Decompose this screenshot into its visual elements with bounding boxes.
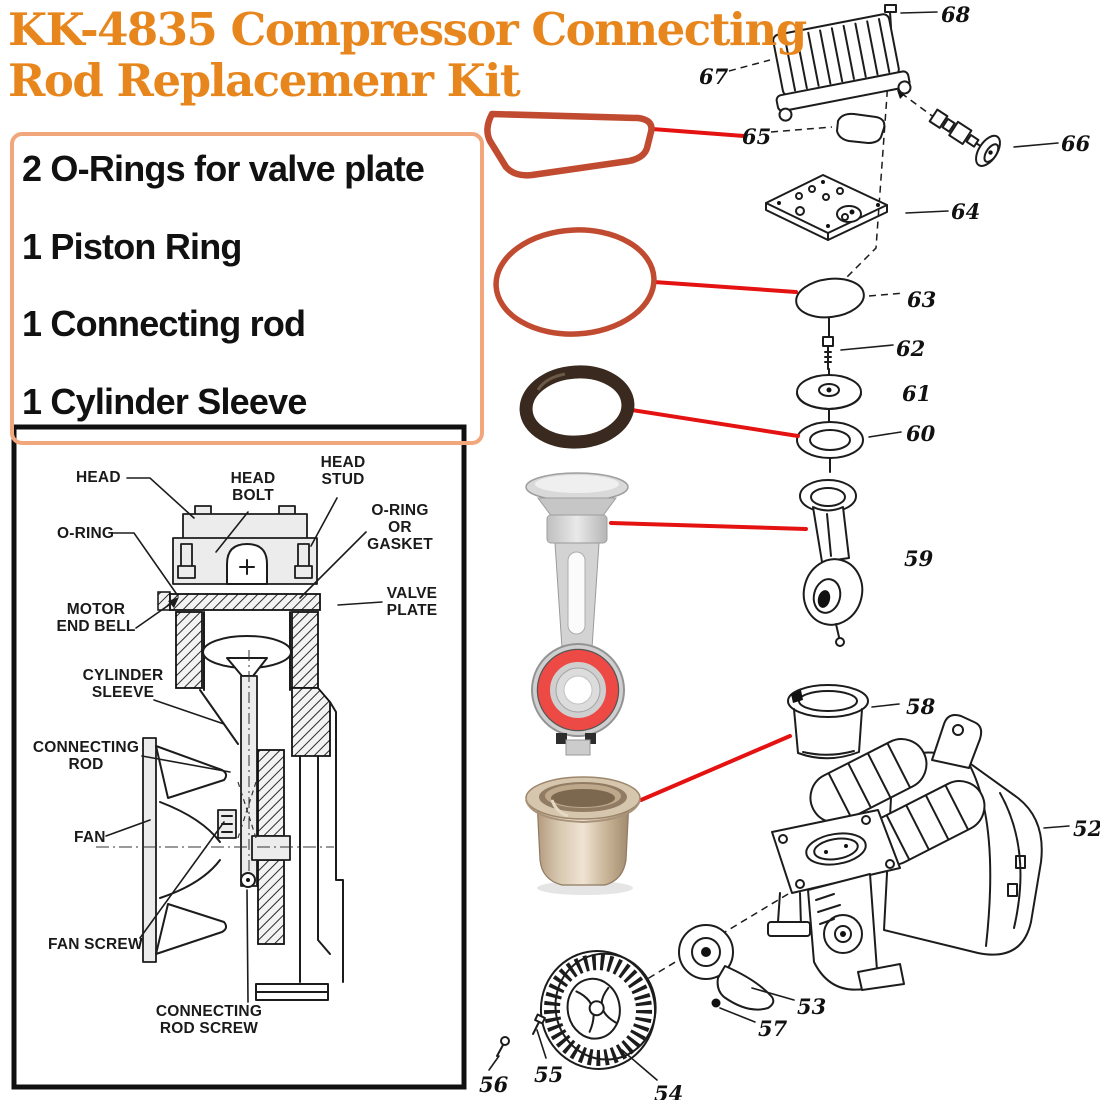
part-65-gasket: [770, 112, 886, 144]
part-number-59: 59: [904, 546, 934, 571]
part-68-screw: [884, 4, 938, 28]
part-number-68: 68: [941, 2, 971, 27]
xsection-label-cylinder-sleeve: CYLINDER SLEEVE: [82, 667, 164, 701]
part-number-67: 67: [699, 64, 729, 89]
title-line1: KK-4835 Compressor Connecting: [8, 3, 807, 56]
kit-contents-box: 2 O-Rings for valve plate 1 Piston Ring …: [10, 132, 484, 445]
cross-section-leader-lines: [105, 477, 383, 1003]
large-o-ring-photo: [493, 227, 657, 337]
part-number-52: 52: [1073, 816, 1100, 841]
xsection-label-o-ring-or-gasket: O-RING OR GASKET: [367, 502, 433, 553]
cross-section-diagram: [11, 424, 467, 1090]
part-54-fan-wheel: [539, 950, 658, 1081]
xsection-label-connecting-rod-screw: CONNECTING ROD SCREW: [155, 1003, 263, 1037]
product-title: KK-4835 Compressor Connecting Rod Replac…: [8, 3, 807, 107]
part-60-washer: [796, 421, 902, 473]
part-67-head: [728, 13, 912, 122]
part-number-66: 66: [1061, 131, 1091, 156]
part-number-56: 56: [479, 1072, 509, 1097]
part-58-cylinder-sleeve: [787, 684, 900, 760]
xsection-label-fan-screw: FAN SCREW: [48, 936, 143, 953]
xsection-label-fan: FAN: [74, 829, 106, 846]
part-56-screw: [488, 1036, 510, 1071]
xsection-label-head-bolt: HEAD BOLT: [230, 470, 276, 504]
red-callout-lines: [609, 127, 808, 802]
part-52-pump-body: [767, 714, 1070, 991]
kit-item-connecting-rod: 1 Connecting rod: [22, 303, 306, 345]
xsection-label-o-ring: O-RING: [57, 525, 115, 542]
part-number-65: 65: [742, 124, 772, 149]
valve-plate-o-ring-photo: [484, 110, 655, 179]
part-number-54: 54: [654, 1081, 684, 1100]
part-64-valve-plate: [765, 174, 949, 241]
part-57-screw: [711, 998, 721, 1008]
part-number-58: 58: [906, 694, 936, 719]
exploded-view-diagram: [488, 4, 1070, 1081]
part-number-53: 53: [797, 994, 827, 1019]
part-53-counterweight: [678, 924, 795, 1023]
part-number-57: 57: [758, 1016, 788, 1041]
piston-ring-photo: [519, 365, 635, 449]
kit-item-piston-ring: 1 Piston Ring: [22, 225, 242, 267]
part-55-screw: [532, 1013, 547, 1059]
connecting-rod-photo: [525, 472, 629, 756]
part-number-61: 61: [902, 381, 932, 406]
xsection-label-motor-end-bell: MOTOR END BELL: [56, 601, 136, 635]
kit-item-o-rings: 2 O-Rings for valve plate: [22, 148, 425, 189]
part-63-o-ring: [795, 277, 905, 319]
part-number-62: 62: [896, 336, 926, 361]
cylinder-sleeve-photo: [525, 776, 641, 895]
xsection-label-head: HEAD: [76, 469, 121, 486]
part-59-connecting-rod: [799, 479, 864, 647]
kit-item-cylinder-sleeve: 1 Cylinder Sleeve: [22, 380, 307, 422]
part-61-disc: [796, 374, 862, 425]
xsection-label-head-stud: HEAD STUD: [320, 454, 366, 488]
xsection-label-valve-plate: VALVE PLATE: [386, 585, 438, 619]
part-66-valve-assembly: [928, 108, 1059, 167]
part-number-55: 55: [534, 1062, 564, 1087]
part-number-64: 64: [951, 199, 981, 224]
title-line2: Rod Replacemenr Kit: [8, 54, 521, 107]
xsection-label-connecting-rod: CONNECTING ROD: [32, 739, 140, 773]
part-number-60: 60: [906, 421, 936, 446]
part-number-63: 63: [907, 287, 937, 312]
